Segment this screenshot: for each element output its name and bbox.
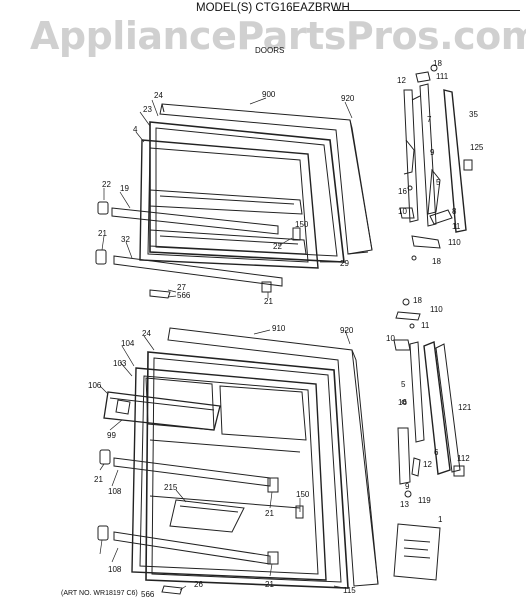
butter-compartment (103, 391, 221, 431)
part-label: 11 (421, 321, 430, 330)
part-label: 10 (398, 207, 407, 216)
part-label: 16 (398, 187, 407, 196)
part-label: 18 (432, 257, 441, 266)
freezer-door-gasket (149, 121, 345, 263)
part-label: 24 (154, 91, 163, 100)
part-label: 121 (458, 403, 472, 412)
part-label: 8 (452, 207, 457, 216)
part-label: 103 (113, 359, 127, 368)
part-label: 21 (94, 475, 103, 484)
part-label: 9 (405, 482, 410, 491)
part-label: 112 (457, 454, 470, 463)
freezer-door-assembly (95, 103, 373, 299)
fresh-food-door-panel (167, 327, 379, 587)
door-shelf-bar-108-upper (113, 457, 271, 487)
part-label: 9 (430, 148, 435, 157)
fresh-food-door-assembly (97, 327, 379, 595)
part-labels: 18 111 12 35 7 9 125 16 5 10 8 11 110 18… (88, 59, 484, 599)
part-label: 115 (343, 586, 356, 595)
part-label: 24 (142, 329, 151, 338)
part-label: 16 (398, 398, 407, 407)
part-label: 13 (400, 500, 409, 509)
part-label: 27 (177, 283, 186, 292)
freezer-hinge-parts (399, 64, 473, 261)
part-label: 910 (272, 324, 286, 333)
part-label: 215 (164, 483, 178, 492)
part-label: 110 (448, 238, 461, 247)
part-label: 106 (88, 381, 102, 390)
instruction-booklet (393, 523, 441, 581)
fresh-food-door-gasket (145, 351, 349, 589)
title-rule (334, 10, 520, 11)
watermark: AppliancePartsPros.com (30, 14, 526, 58)
part-label: 920 (340, 326, 354, 335)
part-label: 4 (133, 125, 138, 134)
part-label: 99 (107, 431, 116, 440)
part-label: 10 (386, 334, 395, 343)
part-label: 1 (438, 515, 443, 524)
part-label: 35 (469, 110, 478, 119)
part-label: 22 (273, 242, 282, 251)
freezer-door-liner (139, 139, 319, 269)
part-label: 104 (121, 339, 135, 348)
part-label: 7 (427, 115, 432, 124)
part-label: 111 (436, 72, 449, 81)
part-label: 108 (108, 565, 122, 574)
part-label: 11 (452, 222, 461, 231)
part-label: 19 (120, 184, 129, 193)
part-label: 21 (265, 509, 274, 518)
part-label: 21 (98, 229, 107, 238)
freezer-door-stop-21 (95, 249, 107, 265)
door-shelf-bar-108-lower (113, 531, 271, 565)
part-label: 12 (397, 76, 406, 85)
part-label: 22 (102, 180, 111, 189)
part-label: 32 (121, 235, 130, 244)
part-label: 150 (295, 220, 309, 229)
part-label: 920 (341, 94, 355, 103)
part-label: 5 (436, 178, 441, 187)
part-label: 150 (296, 490, 310, 499)
part-label: 21 (265, 580, 274, 589)
section-title: DOORS (255, 46, 285, 55)
part-label: 18 (433, 59, 442, 68)
part-label: 23 (143, 105, 152, 114)
part-label: 110 (430, 305, 443, 314)
part-label: 18 (413, 296, 422, 305)
fresh-food-hinge-parts (393, 298, 465, 581)
part-label: 900 (262, 90, 276, 99)
part-label: 125 (470, 143, 484, 152)
part-label: 108 (108, 487, 122, 496)
part-label: 119 (418, 496, 431, 505)
part-label: 21 (264, 297, 273, 306)
freezer-shelf-bar-19 (111, 207, 279, 235)
part-label: 29 (340, 259, 349, 268)
part-label: 5 (401, 380, 406, 389)
part-label: 12 (423, 460, 432, 469)
part-label: 26 (194, 580, 203, 589)
part-label: 566 (141, 590, 155, 599)
fresh-food-door-liner (131, 367, 327, 581)
dairy-bin (169, 499, 245, 533)
freezer-door-stop-22 (97, 201, 109, 215)
art-number: (ART NO. WR18197 C6) (61, 590, 138, 597)
freezer-shelf-bar-32 (113, 255, 283, 287)
model-title: MODEL(S) CTG16EAZBRWH (196, 2, 350, 14)
freezer-handle-screw-21 (261, 281, 272, 293)
part-label: 6 (434, 448, 439, 457)
part-label: 566 (177, 291, 191, 300)
